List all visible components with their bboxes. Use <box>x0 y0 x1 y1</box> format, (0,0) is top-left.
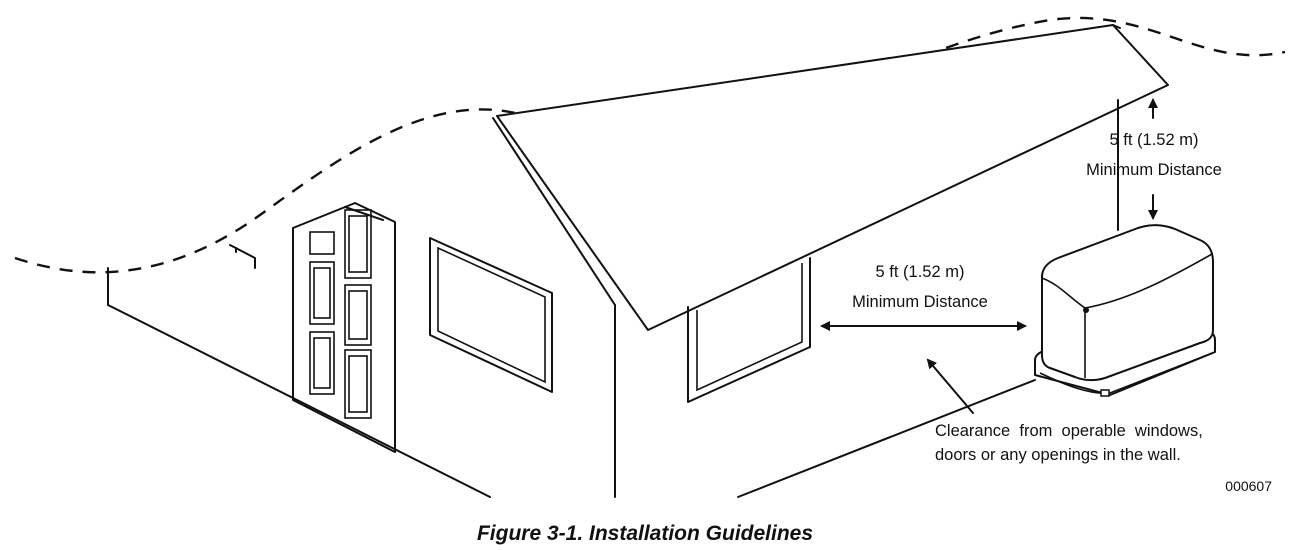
horizontal-distance-label: 5 ft (1.52 m) <box>876 263 965 281</box>
small-window <box>229 244 256 269</box>
clearance-note-line2: doors or any openings in the wall. <box>935 446 1181 464</box>
figure-code: 000607 <box>1225 478 1272 494</box>
large-window <box>429 237 553 393</box>
house-front-wall <box>614 99 1119 498</box>
horizontal-distance-caption: Minimum Distance <box>852 293 988 311</box>
roof <box>492 24 1169 331</box>
clearance-note-line1: Clearance from operable windows, <box>935 422 1203 440</box>
vertical-distance-label: 5 ft (1.52 m) <box>1110 131 1199 149</box>
door <box>292 202 396 453</box>
front-window <box>687 257 811 403</box>
house-left-wall <box>107 267 491 498</box>
figure-caption: Figure 3-1. Installation Guidelines <box>477 522 813 545</box>
generator-unit <box>1034 224 1216 397</box>
vertical-distance-caption: Minimum Distance <box>1086 161 1222 179</box>
clearance-pointer-arrow <box>926 358 974 414</box>
